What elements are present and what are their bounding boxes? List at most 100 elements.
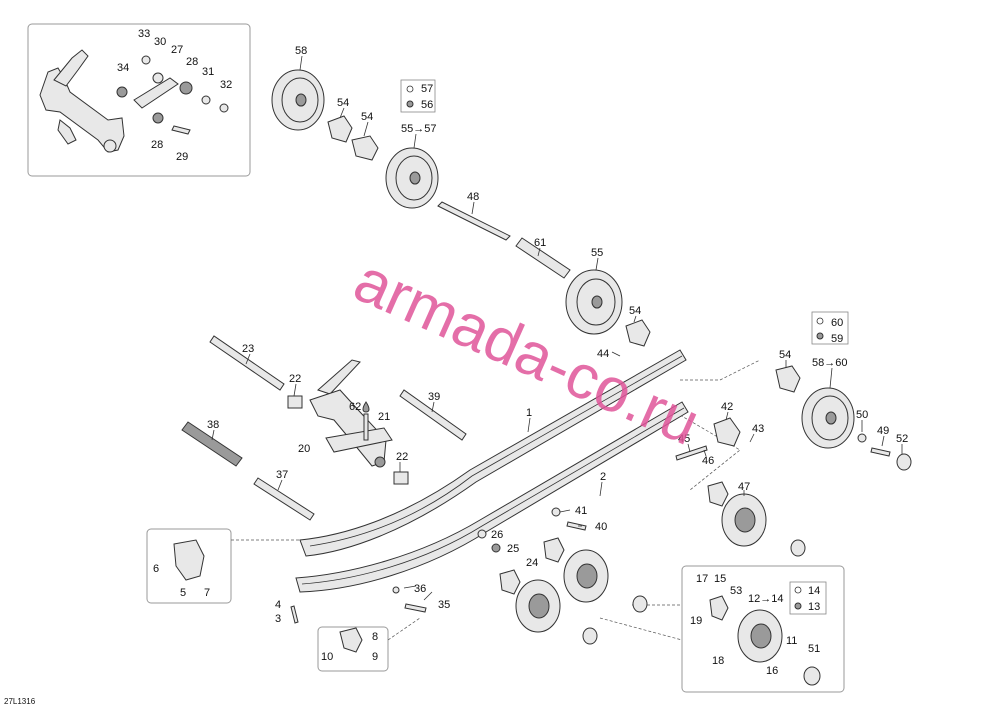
- callout-52: 52: [896, 433, 908, 445]
- subpart-box-56-57: [400, 79, 436, 113]
- callout-55-57: 55→57: [401, 123, 436, 135]
- o-ring-icon: [816, 317, 824, 325]
- inset-box-clip: [317, 626, 389, 672]
- callout-13: 13: [808, 601, 820, 613]
- callout-12-14: 12→14: [748, 593, 783, 605]
- callout-40: 40: [595, 521, 607, 533]
- callout-39: 39: [428, 391, 440, 403]
- callout-23: 23: [242, 343, 254, 355]
- spacer-54-middle: [625, 319, 651, 347]
- stopper-5: [173, 539, 205, 581]
- axle-37: [253, 477, 315, 521]
- lower-wheel-inset: [737, 609, 783, 663]
- callout-21: 21: [378, 411, 390, 423]
- callout-10: 10: [321, 651, 333, 663]
- callout-29: 29: [176, 151, 188, 163]
- leader-line: [680, 359, 761, 381]
- bushing-22b: [393, 471, 409, 485]
- spacer-54-top: [327, 115, 379, 161]
- callout-31: 31: [202, 66, 214, 78]
- callout-15: 15: [714, 573, 726, 585]
- callout-59: 59: [831, 333, 843, 345]
- watermark: armada-co.ru: [344, 246, 709, 459]
- o-ring-icon: [406, 85, 414, 93]
- diagram-code: 27L1316: [4, 697, 36, 706]
- axle-39: [399, 389, 467, 441]
- cap-lower-1: [790, 539, 806, 557]
- callout-51: 51: [808, 643, 820, 655]
- callout-11: 11: [786, 635, 797, 647]
- leader-line: [387, 617, 421, 641]
- callout-27: 27: [171, 44, 183, 56]
- screw-3-4: [290, 605, 299, 624]
- spacer-54-right: [775, 365, 801, 393]
- callout-7: 7: [204, 587, 210, 599]
- lower-wheel-47: [721, 493, 767, 547]
- callout-2: 2: [600, 471, 606, 483]
- inset-box-arm: [27, 23, 251, 177]
- callout-1: 1: [526, 407, 532, 419]
- callout-57: 57: [421, 83, 433, 95]
- callout-16: 16: [766, 665, 778, 677]
- cap-51: [803, 666, 821, 686]
- tube-61: [515, 237, 571, 279]
- callout-53: 53: [730, 585, 742, 597]
- rail-1: [299, 349, 687, 557]
- callout-55: 55: [591, 247, 603, 259]
- fitting-21: [363, 413, 369, 441]
- inset-box-wheel: [681, 565, 845, 693]
- callout-6: 6: [153, 563, 159, 575]
- callout-60: 60: [831, 317, 843, 329]
- o-ring-icon: [794, 586, 802, 594]
- spacer-lower-2: [543, 537, 565, 563]
- bolt-40: [566, 521, 587, 531]
- callout-19: 19: [690, 615, 702, 627]
- callout-54-a: 54: [337, 97, 349, 109]
- callout-20: 20: [298, 443, 310, 455]
- callout-48: 48: [467, 191, 479, 203]
- callout-28-top: 28: [186, 56, 198, 68]
- lower-wheel-left: [515, 579, 561, 633]
- callout-58: 58: [295, 45, 307, 57]
- callout-54-b: 54: [361, 111, 373, 123]
- callout-9: 9: [372, 651, 378, 663]
- callout-28-bottom: 28: [151, 139, 163, 151]
- nut-25: [491, 543, 501, 553]
- callout-33: 33: [138, 28, 150, 40]
- callout-38: 38: [207, 419, 219, 431]
- cap-lower-2: [632, 595, 648, 613]
- callout-56: 56: [421, 99, 433, 111]
- axle-23: [209, 335, 285, 391]
- callout-37: 37: [276, 469, 288, 481]
- bolt-45: [675, 445, 708, 461]
- upper-wheel-55-57: [385, 147, 439, 209]
- cap-52: [896, 453, 912, 471]
- callout-5: 5: [180, 587, 186, 599]
- axle-48: [437, 201, 511, 241]
- callout-14: 14: [808, 585, 820, 597]
- washer-36: [392, 586, 400, 594]
- callout-leaders: [211, 55, 903, 601]
- upper-wheel-58: [271, 69, 325, 131]
- callout-24: 24: [526, 557, 538, 569]
- callout-35: 35: [438, 599, 450, 611]
- leader-line: [599, 617, 683, 641]
- callout-58-60: 58→60: [812, 357, 847, 369]
- cap-lower-3: [582, 627, 598, 645]
- callout-34: 34: [117, 62, 129, 74]
- bearing-icon: [406, 100, 414, 108]
- callout-26: 26: [491, 529, 503, 541]
- callout-22-b: 22: [396, 451, 408, 463]
- callout-44: 44: [597, 348, 609, 360]
- callout-25: 25: [507, 543, 519, 555]
- front-arm-20: [309, 359, 393, 468]
- bolt-49: [870, 447, 891, 457]
- leader-line: [679, 414, 741, 491]
- bolt-35: [404, 603, 427, 613]
- callout-labels: 33 30 27 28 31 32 34 28 29 58 54 54 57 5…: [117, 28, 908, 677]
- callout-17: 17: [696, 573, 708, 585]
- spacer-15: [709, 595, 729, 621]
- rear-arm-assembly: [39, 49, 229, 153]
